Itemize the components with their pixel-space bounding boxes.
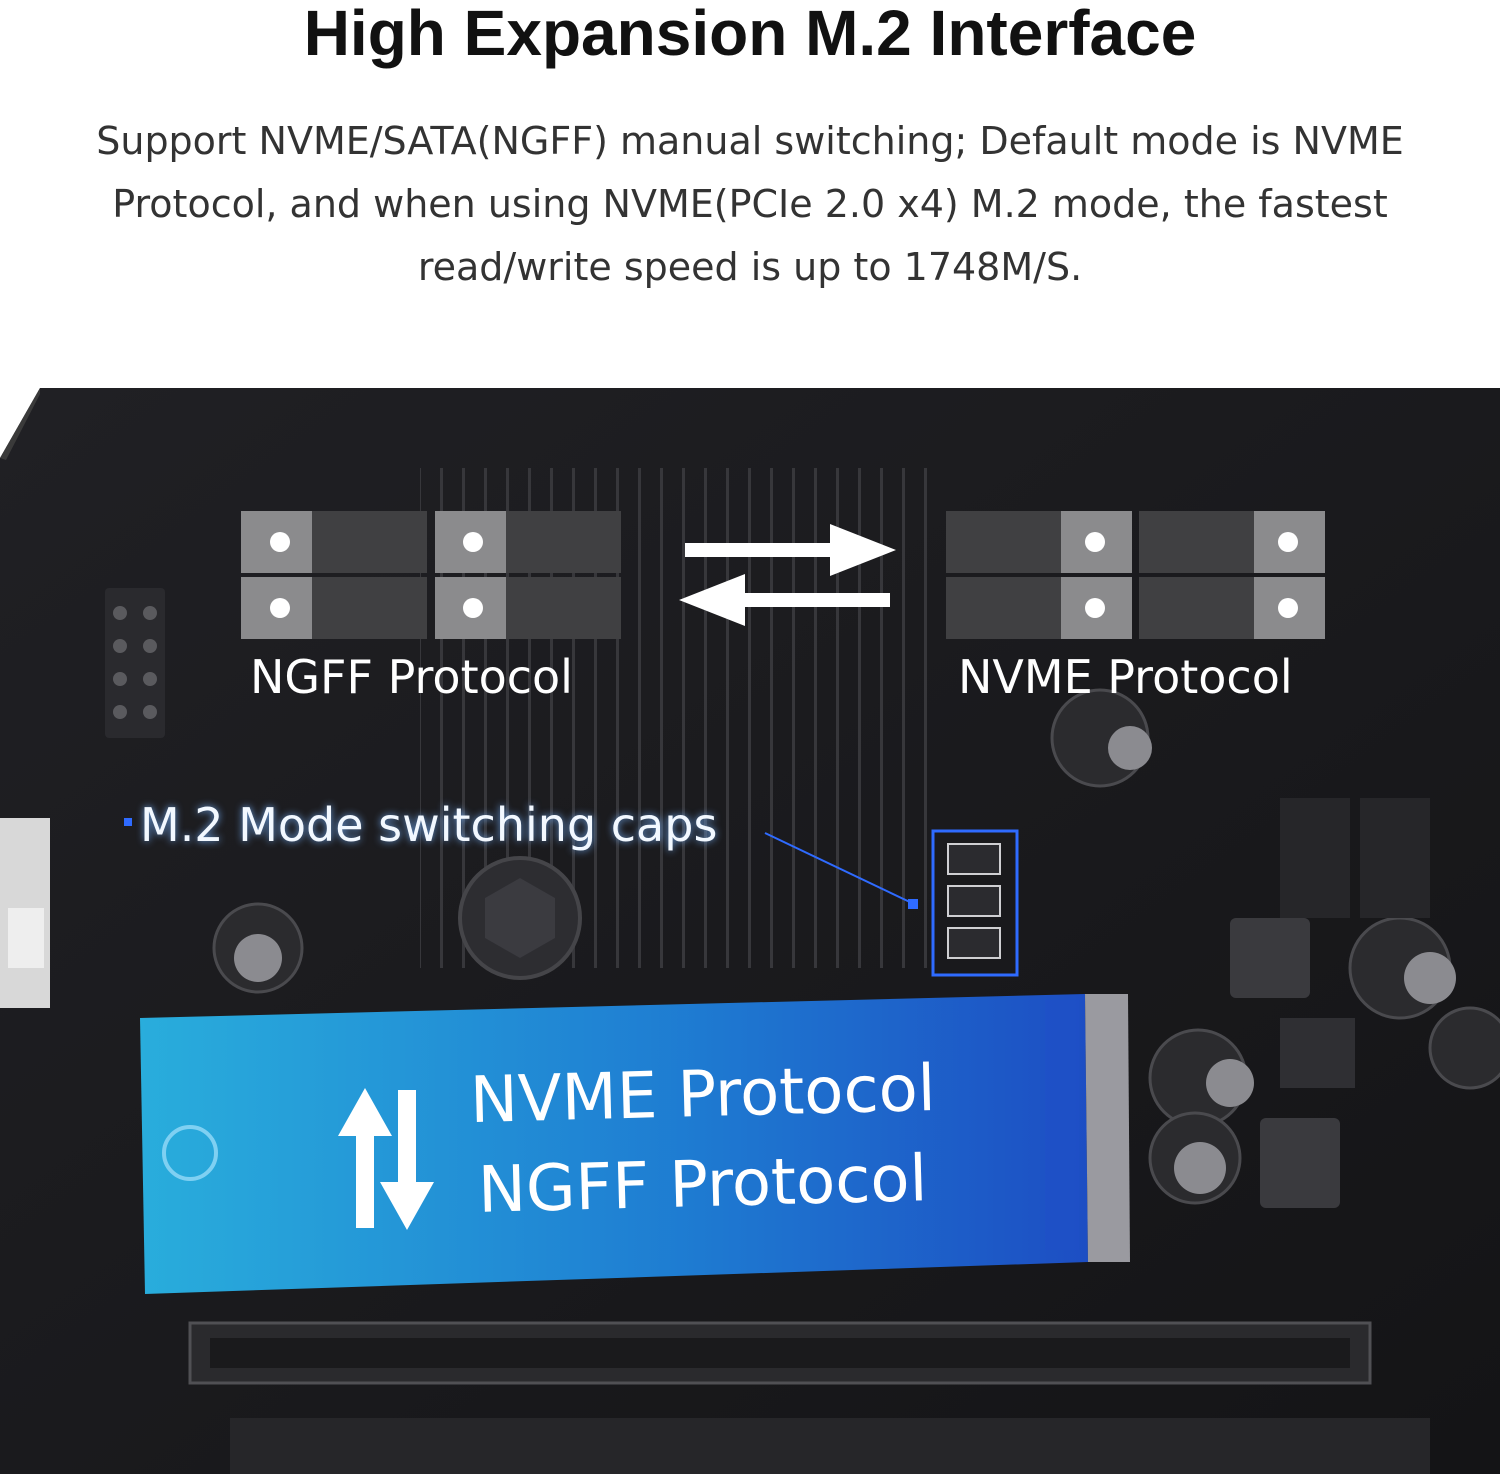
board-edge: [0, 388, 40, 460]
inductor: [1230, 918, 1310, 998]
page-title: High Expansion M.2 Interface: [303, 0, 1197, 69]
motherboard-photo: NGFF Protocol NVME Protocol M.2 Mode swi…: [0, 388, 1500, 1474]
m2-connector: [1085, 994, 1130, 1262]
up-down-arrow-icon: [338, 1088, 434, 1230]
standoff-nut: [485, 878, 555, 958]
header-pins: [113, 606, 157, 719]
m2-connector-gold: [1045, 1000, 1079, 1250]
callout-marker: [908, 899, 918, 909]
card-ngff-label: NGFF Protocol: [477, 1142, 929, 1228]
switching-caps-label: M.2 Mode switching caps: [140, 798, 718, 852]
side-connector-inner: [8, 908, 44, 968]
pcie-slot: [230, 1418, 1430, 1474]
chip: [1360, 798, 1430, 918]
pcie-slot-inner: [210, 1338, 1350, 1368]
callout-marker: [124, 818, 132, 826]
chip: [1280, 798, 1350, 918]
switching-caps: [947, 843, 1001, 959]
inductor: [1260, 1118, 1340, 1208]
m2-card-hole: [162, 1125, 218, 1181]
pin-dot-icon: [270, 532, 483, 618]
page-description: Support NVME/SATA(NGFF) manual switching…: [96, 119, 1404, 289]
chip: [1280, 1018, 1355, 1088]
capacitor-top: [234, 726, 1456, 1194]
usb-header: [105, 588, 165, 738]
nvme-jumper-group: [946, 511, 1325, 639]
double-arrow-icon: [679, 524, 896, 626]
switching-caps-highlight: [931, 829, 1019, 977]
card-nvme-label: NVME Protocol: [469, 1051, 937, 1139]
callout-line: [764, 832, 915, 905]
ngff-protocol-label: NGFF Protocol: [250, 650, 573, 704]
nvme-protocol-label: NVME Protocol: [958, 650, 1293, 704]
capacitor: [212, 688, 1500, 1205]
m2-card: [140, 994, 1088, 1294]
pin-dot-icon: [1085, 532, 1298, 618]
